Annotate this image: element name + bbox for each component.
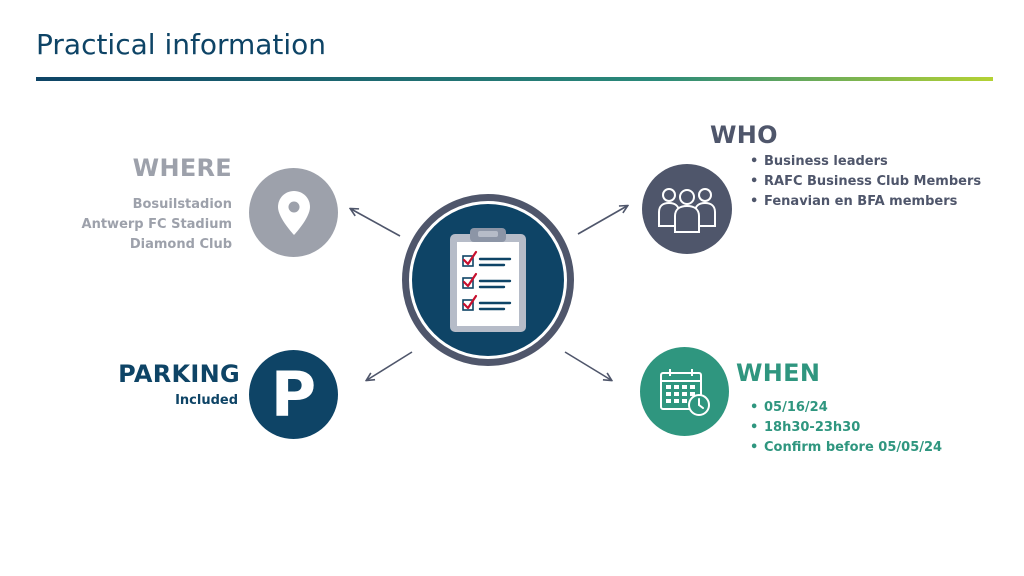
page-title: Practical information (36, 28, 327, 61)
people-group-icon (658, 188, 716, 233)
location-pin-icon (277, 190, 310, 235)
list-item: RAFC Business Club Members (750, 172, 981, 192)
list-item: Fenavian en BFA members (750, 192, 981, 212)
list-item: 18h30-23h30 (750, 418, 942, 438)
when-circle (640, 347, 729, 436)
who-list: Business leaders RAFC Business Club Memb… (750, 152, 981, 212)
when-list: 05/16/24 18h30-23h30 Confirm before 05/0… (750, 398, 942, 458)
parking-heading: PARKING (118, 360, 240, 388)
parking-icon: P (270, 357, 317, 431)
arrow-to-where (351, 209, 401, 237)
arrow-to-when (564, 351, 611, 380)
where-details: Bosuilstadion Antwerp FC Stadium Diamond… (82, 195, 232, 255)
where-line: Antwerp FC Stadium (81, 217, 232, 232)
parking-detail: Included (175, 393, 238, 408)
clipboard-checklist-icon (450, 228, 526, 332)
where-line: Bosuilstadion (132, 197, 232, 212)
arrow-to-parking (367, 351, 413, 380)
list-item: 05/16/24 (750, 398, 942, 418)
where-heading: WHERE (132, 154, 232, 182)
parking-circle: P (249, 350, 338, 439)
where-circle (249, 168, 338, 257)
list-item: Business leaders (750, 152, 981, 172)
title-divider (36, 77, 993, 81)
when-heading: WHEN (736, 359, 821, 387)
who-heading: WHO (710, 121, 778, 149)
arrow-to-who (577, 206, 627, 235)
calendar-clock-icon (659, 368, 710, 416)
who-circle (642, 164, 732, 254)
where-line: Diamond Club (129, 237, 232, 252)
list-item: Confirm before 05/05/24 (750, 438, 942, 458)
center-circle (412, 204, 564, 356)
